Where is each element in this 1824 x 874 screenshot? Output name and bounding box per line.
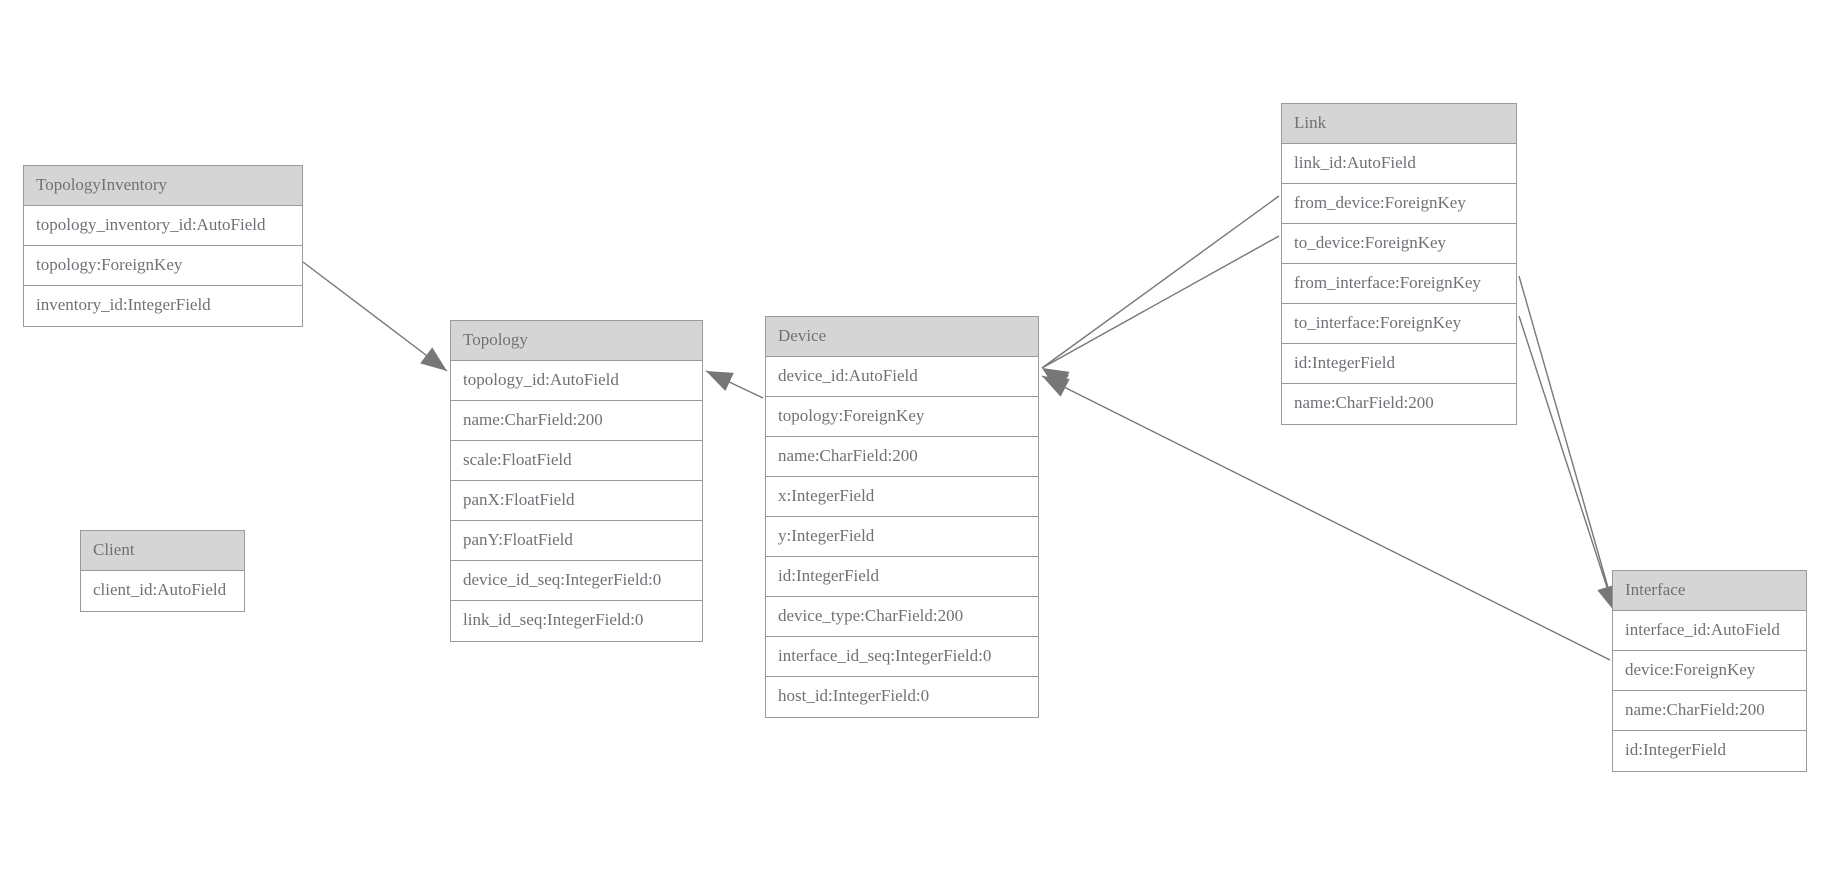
entity-field[interactable]: id:IntegerField bbox=[1282, 344, 1516, 384]
relationship-arrowhead bbox=[706, 371, 734, 392]
entity-field[interactable]: to_interface:ForeignKey bbox=[1282, 304, 1516, 344]
entity-field[interactable]: y:IntegerField bbox=[766, 517, 1038, 557]
entity-field[interactable]: link_id_seq:IntegerField:0 bbox=[451, 601, 702, 641]
entity-field[interactable]: id:IntegerField bbox=[1613, 731, 1806, 771]
relationship-link-to-device bbox=[1041, 235, 1280, 390]
entity-field[interactable]: device_type:CharField:200 bbox=[766, 597, 1038, 637]
entity-field[interactable]: panX:FloatField bbox=[451, 481, 702, 521]
relationship-line bbox=[302, 261, 448, 372]
entity-field[interactable]: topology_id:AutoField bbox=[451, 361, 702, 401]
entity-field[interactable]: id:IntegerField bbox=[766, 557, 1038, 597]
entity-field-list-client: client_id:AutoField bbox=[81, 571, 244, 611]
entity-title-interface: Interface bbox=[1613, 571, 1806, 611]
entity-field[interactable]: interface_id_seq:IntegerField:0 bbox=[766, 637, 1038, 677]
entity-field[interactable]: scale:FloatField bbox=[451, 441, 702, 481]
entity-field[interactable]: inventory_id:IntegerField bbox=[24, 286, 302, 326]
entity-title-device: Device bbox=[766, 317, 1038, 357]
entity-field[interactable]: device:ForeignKey bbox=[1613, 651, 1806, 691]
relationship-device-topology bbox=[705, 370, 764, 399]
entity-field[interactable]: client_id:AutoField bbox=[81, 571, 244, 611]
relationship-link-from-interface bbox=[1518, 275, 1618, 613]
entity-field[interactable]: name:CharField:200 bbox=[766, 437, 1038, 477]
entity-field[interactable]: x:IntegerField bbox=[766, 477, 1038, 517]
entity-field[interactable]: device_id:AutoField bbox=[766, 357, 1038, 397]
entity-field[interactable]: from_interface:ForeignKey bbox=[1282, 264, 1516, 304]
entity-title-client: Client bbox=[81, 531, 244, 571]
entity-field[interactable]: panY:FloatField bbox=[451, 521, 702, 561]
relationship-arrowhead bbox=[1042, 368, 1070, 390]
entity-field[interactable]: name:CharField:200 bbox=[1613, 691, 1806, 731]
relationship-topologyinventory-topology bbox=[302, 261, 448, 372]
entity-field[interactable]: topology:ForeignKey bbox=[24, 246, 302, 286]
entity-field[interactable]: from_device:ForeignKey bbox=[1282, 184, 1516, 224]
entity-title-link: Link bbox=[1282, 104, 1516, 144]
entity-field[interactable]: topology_inventory_id:AutoField bbox=[24, 206, 302, 246]
entity-field[interactable]: name:CharField:200 bbox=[1282, 384, 1516, 424]
relationship-link-to-interface bbox=[1518, 315, 1617, 613]
relationship-link-from-device bbox=[1041, 195, 1280, 392]
relationship-line bbox=[705, 370, 764, 399]
relationship-line bbox=[1041, 195, 1280, 369]
entity-field[interactable]: host_id:IntegerField:0 bbox=[766, 677, 1038, 717]
entity-field[interactable]: to_device:ForeignKey bbox=[1282, 224, 1516, 264]
entity-field[interactable]: topology:ForeignKey bbox=[766, 397, 1038, 437]
entity-title-topology: Topology bbox=[451, 321, 702, 361]
relationship-line bbox=[1041, 235, 1280, 369]
entity-field[interactable]: device_id_seq:IntegerField:0 bbox=[451, 561, 702, 601]
entity-title-topology-inventory: TopologyInventory bbox=[24, 166, 302, 206]
relationship-arrowhead bbox=[1042, 368, 1069, 392]
relationship-line bbox=[1518, 315, 1616, 613]
relationship-arrowhead bbox=[420, 347, 447, 371]
relationship-arrowhead bbox=[1042, 376, 1070, 397]
entity-field[interactable]: interface_id:AutoField bbox=[1613, 611, 1806, 651]
relationship-line bbox=[1518, 275, 1616, 613]
entity-field[interactable]: link_id:AutoField bbox=[1282, 144, 1516, 184]
entity-field[interactable]: name:CharField:200 bbox=[451, 401, 702, 441]
